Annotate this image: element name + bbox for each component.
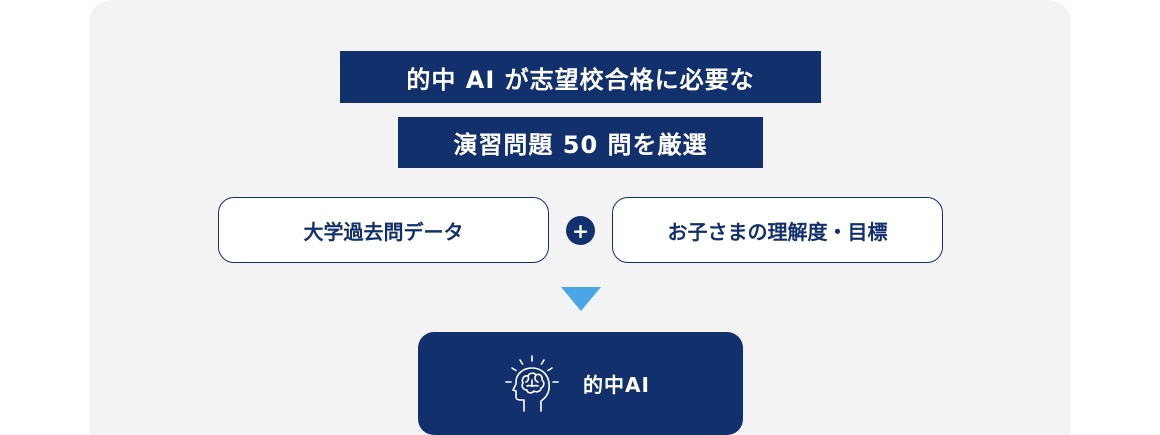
past-exam-data-box: 大学過去問データ	[218, 197, 549, 263]
student-understanding-box: お子さまの理解度・目標	[612, 197, 943, 263]
tekichu-ai-label: 的中AI	[583, 373, 650, 397]
headline-line-1: 的中 AI が志望校合格に必要な	[340, 51, 821, 103]
brain-head-icon	[505, 354, 559, 412]
headline-line-2: 演習問題 50 問を厳選	[398, 117, 763, 168]
arrow-down-icon	[561, 287, 601, 311]
plus-icon: +	[566, 216, 595, 245]
tekichu-ai-box: 的中AI	[418, 332, 743, 435]
